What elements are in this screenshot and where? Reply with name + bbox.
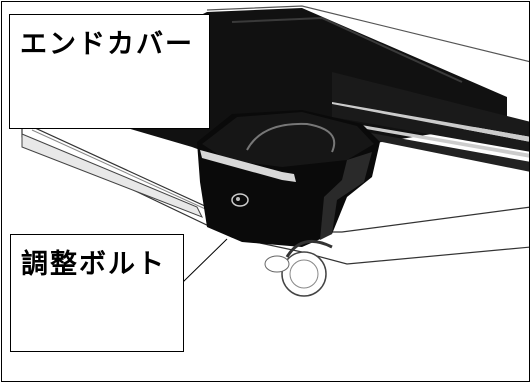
bolt-hole <box>231 193 249 207</box>
wheel-housing <box>285 239 333 258</box>
end-cover-side <box>320 152 372 240</box>
bolt-head <box>236 197 240 201</box>
end-cover-top <box>202 112 374 167</box>
rail-highlight-2 <box>332 120 529 158</box>
wheel-shadow <box>264 255 290 273</box>
end-cover-edge-highlight <box>200 150 296 182</box>
rail-highlight-1 <box>332 102 529 142</box>
deck-highlight <box>231 16 463 83</box>
rail-stripe-2 <box>332 104 529 152</box>
wheel-hub <box>289 259 319 289</box>
end-cover-ridge <box>246 122 336 153</box>
deck-back-edge <box>206 5 529 63</box>
wheel <box>281 251 327 297</box>
adjust-bolt-label: 調整ボルト <box>10 234 184 352</box>
bolt-leader-line <box>182 238 228 283</box>
rail-stripe-1 <box>332 72 529 137</box>
frame-tube <box>21 133 204 218</box>
rail-stripe-3 <box>332 126 529 172</box>
end-cover-label: エンドカバー <box>9 14 210 129</box>
side-rail-line <box>31 129 213 213</box>
